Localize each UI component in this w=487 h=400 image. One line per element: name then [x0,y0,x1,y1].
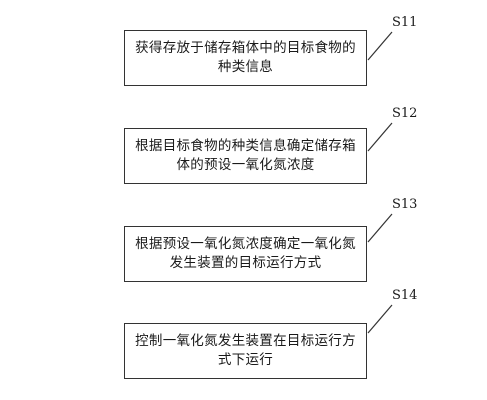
step-label-s12: S12 [392,106,418,121]
step-text-s13: 根据预设一氧化氮浓度确定一氧化氮发生装置的目标运行方式 [135,236,356,271]
step-text-s11: 获得存放于储存箱体中的目标食物的种类信息 [135,40,356,75]
step-text-s14: 控制一氧化氮发生装置在目标运行方式下运行 [135,333,356,368]
step-label-s13: S13 [392,197,418,212]
step-box-s12: 根据目标食物的种类信息确定储存箱体的预设一氧化氮浓度 [124,128,367,184]
leader-line-s13 [367,213,393,243]
step-text-s12: 根据目标食物的种类信息确定储存箱体的预设一氧化氮浓度 [135,138,356,173]
leader-line-s14 [367,304,393,334]
leader-line-s11 [367,31,393,61]
step-box-s11: 获得存放于储存箱体中的目标食物的种类信息 [124,30,367,86]
step-box-s13: 根据预设一氧化氮浓度确定一氧化氮发生装置的目标运行方式 [124,226,367,282]
leader-line-s12 [367,122,393,152]
step-label-s14: S14 [392,288,418,303]
step-label-s11: S11 [392,15,418,30]
step-box-s14: 控制一氧化氮发生装置在目标运行方式下运行 [124,323,367,379]
